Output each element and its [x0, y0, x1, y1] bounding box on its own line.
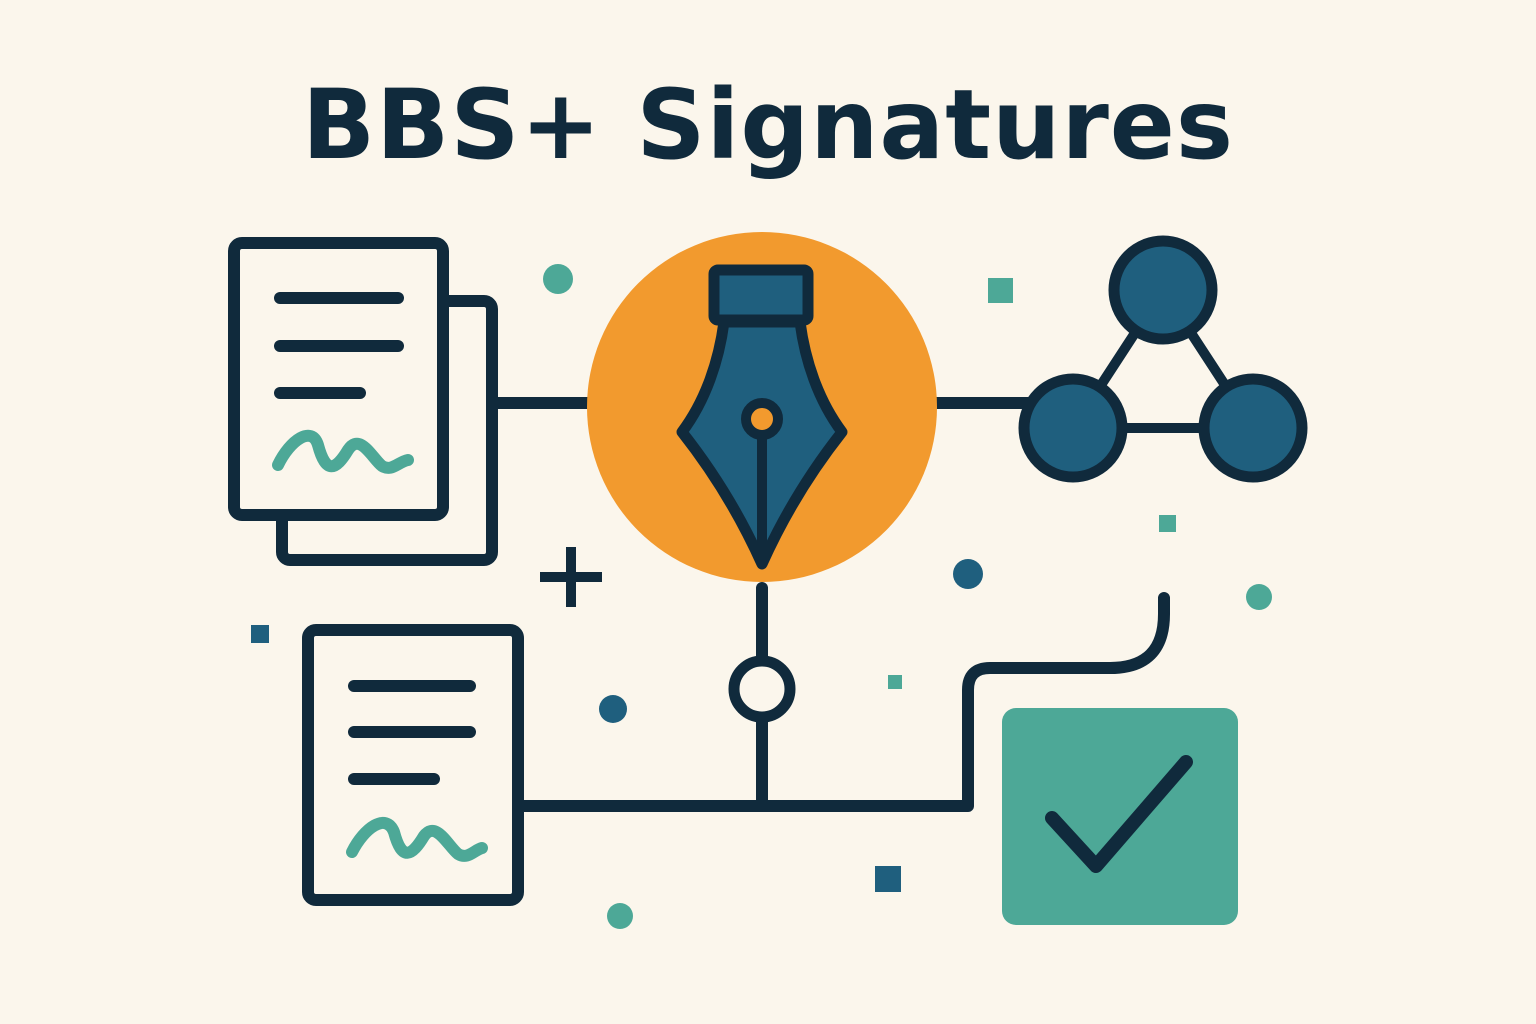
- page-title: BBS+ Signatures: [301, 69, 1235, 181]
- decor-square: [1159, 515, 1176, 532]
- decor-dot: [607, 903, 633, 929]
- pen-cap: [708, 264, 814, 326]
- document-stack-icon: [228, 237, 498, 566]
- fountain-pen-icon: [676, 264, 848, 570]
- verify-box: [1002, 708, 1238, 925]
- checkmark-icon: [1002, 708, 1238, 925]
- document-front-sheet: [228, 237, 449, 521]
- decor-dot: [953, 559, 983, 589]
- document-sheet: [302, 624, 524, 906]
- decor-square: [988, 278, 1013, 303]
- decor-square: [875, 866, 901, 892]
- connector-lines: [486, 397, 1170, 812]
- pen-breather-hole: [741, 398, 783, 440]
- signature-squiggle: [346, 817, 488, 862]
- decor-dot: [543, 264, 573, 294]
- decor-dot: [599, 695, 627, 723]
- decor-square: [888, 675, 902, 689]
- signature-squiggle: [272, 429, 414, 474]
- graph-node-top: [1108, 235, 1218, 345]
- decor-dot: [1246, 584, 1272, 610]
- document-icon: [302, 624, 524, 906]
- decor-square: [251, 625, 269, 643]
- graph-network-icon: [1018, 235, 1308, 483]
- junction-node: [728, 655, 796, 723]
- graph-node-left: [1018, 373, 1128, 483]
- decorations: [251, 264, 1272, 929]
- plus-icon: [540, 547, 602, 607]
- graph-node-right: [1198, 373, 1308, 483]
- line-bottom-bus: [514, 592, 1170, 812]
- check-mark: [1045, 755, 1193, 873]
